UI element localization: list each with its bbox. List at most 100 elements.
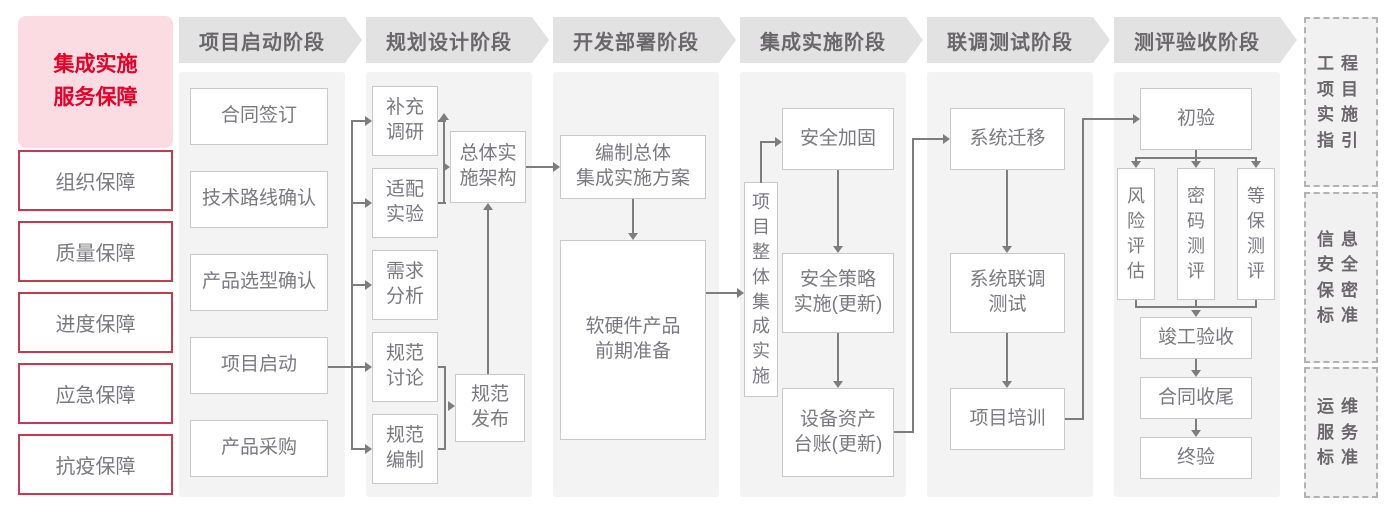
step-classified-protection-evaluation: 等保测评	[1237, 168, 1275, 300]
step-supplementary-research: 补充 调研	[372, 86, 438, 156]
flow-line	[328, 366, 352, 368]
flow-line	[1195, 150, 1197, 158]
step-overall-integration-plan: 编制总体 集成实施方案	[560, 135, 706, 199]
phase-header-joint-testing: 联调测试阶段	[927, 17, 1110, 63]
flow-arrow	[443, 162, 450, 172]
flow-line	[438, 202, 446, 204]
flow-line	[894, 431, 914, 433]
step-security-policy-implementation: 安全策略 实施(更新)	[782, 253, 894, 333]
flow-line	[1195, 157, 1197, 163]
phase-header-integration-implementation: 集成实施阶段	[740, 17, 923, 63]
flow-arrow	[365, 116, 372, 126]
phase-header-evaluation-acceptance: 测评验收阶段	[1114, 17, 1297, 63]
flow-line	[1006, 333, 1008, 382]
step-project-training: 项目培训	[950, 388, 1065, 450]
flow-arrow	[1251, 161, 1261, 168]
flow-line	[760, 141, 762, 183]
step-spec-release: 规范 发布	[455, 374, 525, 442]
flow-line	[912, 138, 914, 433]
flow-line	[1195, 300, 1197, 307]
step-initial-acceptance: 初验	[1140, 88, 1252, 150]
step-risk-assessment: 风险评估	[1117, 168, 1155, 300]
vertical-label: 等保测评	[1247, 186, 1265, 281]
step-product-procurement: 产品采购	[190, 420, 328, 477]
flow-line	[1082, 118, 1084, 420]
vertical-label: 项目整体集成实施	[752, 192, 770, 386]
flow-arrow	[833, 381, 843, 388]
step-product-selection-confirmation: 产品选型确认	[190, 254, 328, 311]
flow-line	[837, 333, 839, 382]
flow-line	[837, 170, 839, 247]
flow-arrow	[833, 246, 843, 253]
flow-line	[438, 120, 446, 122]
flow-line	[351, 120, 366, 122]
phase-header-dev-deployment: 开发部署阶段	[553, 17, 736, 63]
flow-line	[1195, 419, 1197, 431]
flow-line	[438, 366, 446, 368]
sidebar-item-emergency: 应急保障	[18, 363, 173, 424]
step-hw-sw-preparation: 软硬件产品 前期准备	[560, 240, 706, 440]
flow-arrow	[553, 162, 560, 172]
flow-line	[351, 202, 366, 204]
flow-arrow	[365, 362, 372, 372]
standard-project-implementation-guide: 工程 项目 实施 指引	[1304, 17, 1378, 187]
flow-arrow	[1002, 381, 1012, 388]
flow-line	[351, 284, 366, 286]
step-asset-ledger-update: 设备资产 台账(更新)	[782, 388, 894, 477]
flow-line	[706, 292, 737, 294]
flow-line	[438, 448, 446, 450]
flow-arrow	[1133, 114, 1140, 124]
flow-line	[526, 166, 553, 168]
step-project-kickoff: 项目启动	[190, 337, 328, 394]
flow-line	[487, 210, 489, 374]
flow-arrow	[365, 198, 372, 208]
step-system-joint-testing: 系统联调 测试	[950, 253, 1065, 333]
flow-line	[760, 141, 775, 143]
flow-line	[1135, 300, 1137, 307]
sidebar-item-pandemic: 抗疫保障	[18, 434, 173, 495]
flow-line	[351, 448, 366, 450]
flow-arrow	[1191, 370, 1201, 377]
flow-line	[1006, 170, 1008, 247]
vertical-label: 风险评估	[1127, 186, 1145, 281]
standard-om-service: 运维 服务 标准	[1304, 367, 1378, 498]
flow-line	[1195, 359, 1197, 371]
flow-arrow	[1191, 161, 1201, 168]
flow-arrow	[365, 444, 372, 454]
flow-arrow	[1002, 246, 1012, 253]
flow-arrow	[448, 401, 455, 411]
flow-line	[1082, 118, 1133, 120]
step-contract-signing: 合同签订	[190, 88, 328, 145]
flow-line	[1255, 300, 1257, 307]
step-overall-project-integration: 项目整体集成实施	[744, 182, 778, 397]
standard-info-security-confidentiality: 信息 安全 保密 标准	[1304, 192, 1378, 363]
flow-line	[1255, 157, 1257, 163]
flow-arrow	[1191, 310, 1201, 317]
step-completion-acceptance: 竣工验收	[1140, 317, 1252, 359]
step-system-migration: 系统迁移	[950, 108, 1065, 170]
phase-header-project-initiation: 项目启动阶段	[179, 17, 362, 63]
flow-line	[351, 366, 366, 368]
vertical-label: 密码测评	[1187, 186, 1205, 281]
flow-line	[912, 138, 943, 140]
step-crypto-evaluation: 密码测评	[1177, 168, 1215, 300]
flow-line	[1065, 418, 1084, 420]
sidebar-item-organization: 组织保障	[18, 150, 173, 211]
sidebar-title: 集成实施 服务保障	[18, 16, 173, 148]
flow-arrow	[628, 233, 638, 240]
sidebar-item-schedule: 进度保障	[18, 292, 173, 353]
flow-line	[632, 199, 634, 234]
flow-line	[1135, 157, 1137, 163]
flow-arrow	[1191, 430, 1201, 437]
flow-arrow	[483, 203, 493, 210]
phase-header-planning-design: 规划设计阶段	[366, 17, 549, 63]
step-adaptation-experiment: 适配 实验	[372, 168, 438, 238]
step-final-acceptance: 终验	[1140, 437, 1252, 479]
flow-arrow	[775, 137, 782, 147]
flow-line	[444, 366, 446, 450]
step-contract-closure: 合同收尾	[1140, 377, 1252, 419]
sidebar-item-quality: 质量保障	[18, 221, 173, 282]
flow-arrow	[365, 280, 372, 290]
flow-line	[1135, 306, 1257, 308]
